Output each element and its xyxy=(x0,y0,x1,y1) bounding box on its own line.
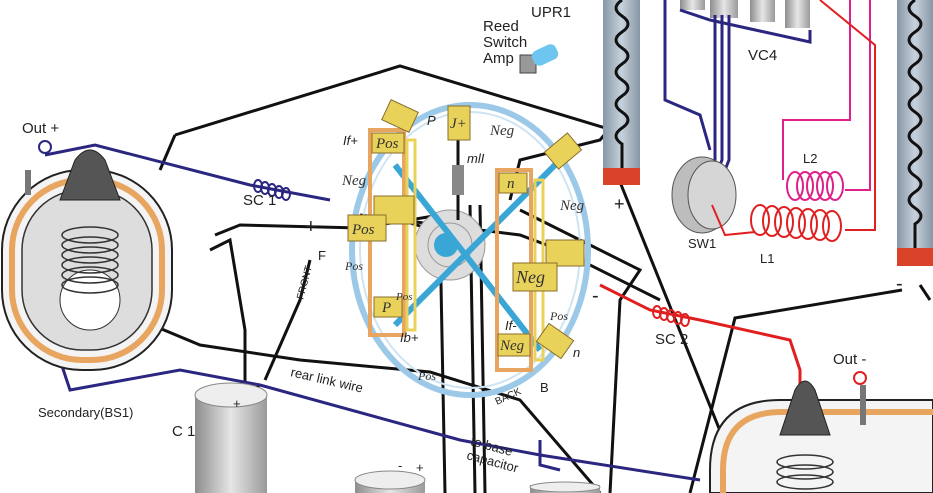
l1-label: L1 xyxy=(760,251,774,266)
sw1-label: SW1 xyxy=(688,236,716,251)
neg-box-bottom: Neg xyxy=(499,338,525,354)
n-label-bottom: n xyxy=(573,345,580,360)
pos-box-mid: Pos xyxy=(351,222,375,238)
minus-sign-upr: - xyxy=(896,273,903,295)
p-box: P xyxy=(381,300,391,316)
pos-ring-label-left: Pos xyxy=(344,259,363,273)
if-minus-label: If- xyxy=(505,318,517,333)
pos-ring-label-bottom: Pos xyxy=(417,369,436,383)
reed-label-1: Reed xyxy=(483,18,519,35)
reed-label-2: Switch xyxy=(483,34,527,51)
l1-coil xyxy=(711,0,876,242)
vc4-capacitors xyxy=(663,0,812,186)
neg-box-mid: Neg xyxy=(515,267,545,287)
c1-capacitor: + - xyxy=(194,378,268,493)
out-minus-label: Out - xyxy=(833,351,866,368)
rear-link-wire-label: rear link wire xyxy=(289,364,364,395)
j-plus-label: J+ xyxy=(450,116,467,132)
sc1-coil xyxy=(253,179,291,201)
out-minus-terminal xyxy=(853,371,867,385)
secondary-transformer-left xyxy=(1,149,173,371)
n-box: n xyxy=(507,176,515,192)
l2-coil xyxy=(782,0,871,201)
red-wires xyxy=(599,283,802,400)
base-minus: - xyxy=(398,458,402,473)
sc2-coil xyxy=(652,305,690,327)
sc1-label: SC 1 xyxy=(243,192,276,209)
c1-label: C 1 xyxy=(172,423,195,440)
upr1-tube xyxy=(603,0,640,185)
secondary-label: Secondary(BS1) xyxy=(38,405,133,420)
vc4-label: VC4 xyxy=(748,47,777,64)
out-plus-terminal xyxy=(38,140,52,154)
pos-ring-label-right: Pos xyxy=(549,309,568,323)
if-plus-label: If+ xyxy=(343,133,358,148)
plus-sign-upr: + xyxy=(614,194,625,214)
front-label: FRONT xyxy=(295,265,315,301)
plus-sign-left: + xyxy=(305,216,317,238)
neg-ring-label-right: Neg xyxy=(559,198,585,214)
c1-minus: - xyxy=(256,378,260,393)
base-plus: + xyxy=(416,460,424,475)
neg-ring-label-top: Neg xyxy=(489,123,515,139)
reed-label-3: Amp xyxy=(483,50,514,67)
ml1-label: mlI xyxy=(467,151,485,166)
l2-label: L2 xyxy=(803,151,817,166)
c1-plus: + xyxy=(233,396,241,411)
minus-sign-motor: - xyxy=(592,285,599,307)
sc2-label: SC 2 xyxy=(655,331,688,348)
upr2-tube xyxy=(897,0,933,266)
secondary-transformer-right xyxy=(709,380,933,493)
out-plus-label: Out + xyxy=(22,120,59,137)
f-label: F xyxy=(318,248,326,263)
neg-ring-label-left: Neg xyxy=(341,173,367,189)
base-capacitors: - + xyxy=(354,458,601,493)
motor-assembly xyxy=(349,102,591,398)
pos-label-lower: Pos xyxy=(395,291,413,303)
b-label: B xyxy=(540,380,549,395)
upr1-label: UPR1 xyxy=(531,4,571,21)
ib-plus-label: Ib+ xyxy=(400,330,419,345)
pos-box-top: Pos xyxy=(375,136,399,152)
p-label-top: P xyxy=(427,113,436,128)
